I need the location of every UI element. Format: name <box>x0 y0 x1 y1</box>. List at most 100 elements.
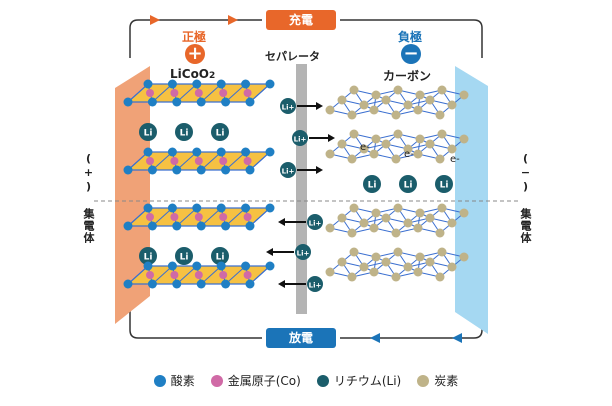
oxygen-atom <box>143 203 153 213</box>
cobalt-atom <box>219 157 228 165</box>
lithium-ion-text: Li+ <box>309 220 322 228</box>
carbon-atom <box>459 90 469 100</box>
lithium-atom-text: Li <box>144 129 153 139</box>
legend-swatch <box>417 374 430 387</box>
carbon-atom <box>381 257 391 267</box>
ion-arrow-head <box>278 280 285 288</box>
oxygen-atom <box>143 261 153 271</box>
positive-collector-label: (+) 集電体 <box>82 152 95 244</box>
carbon-atom <box>425 213 435 223</box>
lithium-atom-text: Li <box>144 253 153 263</box>
oxygen-atom <box>241 147 251 157</box>
positive-electrode-label: 正極 <box>182 30 207 44</box>
lithium-atom-text: Li <box>440 181 449 191</box>
carbon-atom <box>437 203 447 213</box>
oxygen-atom <box>216 203 226 213</box>
cobalt-atom <box>146 157 154 165</box>
carbon-atom <box>435 110 445 120</box>
oxygen-atom <box>172 165 182 175</box>
carbon-atom <box>347 228 357 238</box>
oxygen-atom <box>143 147 153 157</box>
carbon-atom <box>459 252 469 262</box>
carbon-atom <box>447 100 457 110</box>
oxygen-atom <box>147 97 157 107</box>
electron-label: e- <box>450 154 460 165</box>
carbon-atom <box>403 218 413 228</box>
discharge-label: 放電 <box>266 328 336 348</box>
carbon-atom <box>437 129 447 139</box>
oxygen-atom <box>172 221 182 231</box>
oxygen-atom <box>245 165 255 175</box>
cobalt-atom <box>194 157 203 165</box>
lithium-atom: Li <box>211 123 229 141</box>
cobalt-atom <box>146 89 154 97</box>
lithium-ion-text: Li+ <box>294 136 307 144</box>
carbon-atom <box>413 149 423 159</box>
carbon-atom <box>425 139 435 149</box>
carbon-atom <box>447 262 457 272</box>
positive-material-text: LiCoO <box>170 67 210 81</box>
oxygen-atom <box>221 279 231 289</box>
carbon-layer <box>325 203 469 238</box>
carbon-atom <box>371 90 381 100</box>
negative-electrode-label: 負極 <box>398 30 423 44</box>
cobalt-atom <box>170 271 179 279</box>
negative-material: カーボン <box>383 69 432 83</box>
oxygen-atom <box>172 97 182 107</box>
ion-arrow-head <box>316 102 323 110</box>
charge-arrow-icon <box>150 15 160 25</box>
oxygen-atom <box>172 279 182 289</box>
carbon-atom <box>415 134 425 144</box>
lithium-atom: Li <box>363 175 381 193</box>
oxygen-atom <box>216 79 226 89</box>
lithium-ion: Li+ <box>295 244 311 260</box>
separator-bar <box>296 64 307 314</box>
oxygen-atom <box>221 165 231 175</box>
cobalt-atom <box>243 271 252 279</box>
minus-symbol: − <box>403 43 419 64</box>
carbon-layer <box>325 85 469 120</box>
negative-collector-label: (−) 集電体 <box>519 152 532 244</box>
lithium-ion: Li+ <box>280 98 296 114</box>
cobalt-atom <box>170 157 179 165</box>
carbon-atom <box>359 144 369 154</box>
oxygen-atom <box>241 203 251 213</box>
lithium-atom-text: Li <box>180 129 189 139</box>
carbon-atom <box>403 144 413 154</box>
cobalt-atom <box>146 271 154 279</box>
discharge-arrow-icon <box>452 333 462 343</box>
carbon-atom <box>369 267 379 277</box>
carbon-atom <box>347 110 357 120</box>
oxygen-atom <box>265 79 275 89</box>
carbon-atom <box>337 95 347 105</box>
electron-label: e- <box>360 142 370 153</box>
carbon-atom <box>325 149 335 159</box>
carbon-atom <box>415 90 425 100</box>
lithium-atom: Li <box>435 175 453 193</box>
carbon-atom <box>391 228 401 238</box>
oxygen-atom <box>265 147 275 157</box>
lithium-ion-text: Li+ <box>297 250 310 258</box>
oxygen-atom <box>192 203 202 213</box>
carbon-atom <box>349 247 359 257</box>
lithium-atom: Li <box>139 247 157 265</box>
carbon-atom <box>437 85 447 95</box>
oxygen-atom <box>245 97 255 107</box>
minus-icon: − <box>401 44 421 64</box>
oxygen-atom <box>123 221 133 231</box>
positive-material: LiCoO2 <box>170 67 215 81</box>
oxygen-atom <box>221 221 231 231</box>
ion-arrow-head <box>316 166 323 174</box>
cobalt-atom <box>243 89 252 97</box>
carbon-atom <box>415 208 425 218</box>
carbon-atom <box>325 267 335 277</box>
electron-label: e- <box>404 149 414 160</box>
charge-arrow-icon <box>228 15 238 25</box>
lithium-atom-text: Li <box>216 253 225 263</box>
lithium-atom: Li <box>211 247 229 265</box>
oxygen-atom <box>216 147 226 157</box>
lithium-atom: Li <box>175 247 193 265</box>
negative-collector <box>455 66 488 334</box>
oxygen-atom <box>123 97 133 107</box>
